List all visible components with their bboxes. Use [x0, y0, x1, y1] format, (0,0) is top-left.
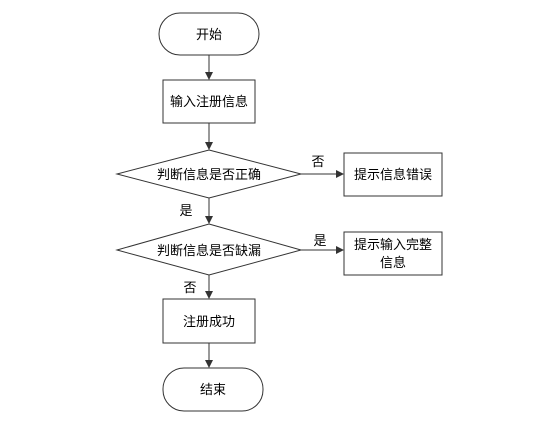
success-label: 注册成功	[183, 315, 235, 330]
check-missing-label: 判断信息是否缺漏	[157, 243, 261, 259]
prompt-complete-label-line2: 信息	[380, 255, 406, 271]
edge-label-missing-no: 否	[183, 281, 196, 296]
success-node: 注册成功	[162, 298, 256, 344]
start-node: 开始	[158, 12, 260, 56]
start-label: 开始	[196, 28, 222, 43]
prompt-complete-node: 提示输入完整 信息	[343, 231, 443, 276]
error-label: 提示信息错误	[354, 167, 432, 183]
error-node: 提示信息错误	[343, 152, 443, 197]
edge-label-correct-yes: 是	[179, 204, 192, 219]
check-missing-decision: 判断信息是否缺漏	[115, 223, 303, 276]
input-node: 输入注册信息	[162, 79, 256, 124]
prompt-complete-label-line1: 提示输入完整	[354, 237, 432, 253]
end-label: 结束	[200, 383, 226, 398]
end-node: 结束	[162, 367, 264, 412]
input-label: 输入注册信息	[170, 94, 248, 110]
check-correct-decision: 判断信息是否正确	[115, 149, 303, 199]
edge-label-missing-yes: 是	[313, 234, 326, 249]
edge-label-correct-no: 否	[311, 155, 324, 170]
check-correct-label: 判断信息是否正确	[157, 167, 261, 183]
